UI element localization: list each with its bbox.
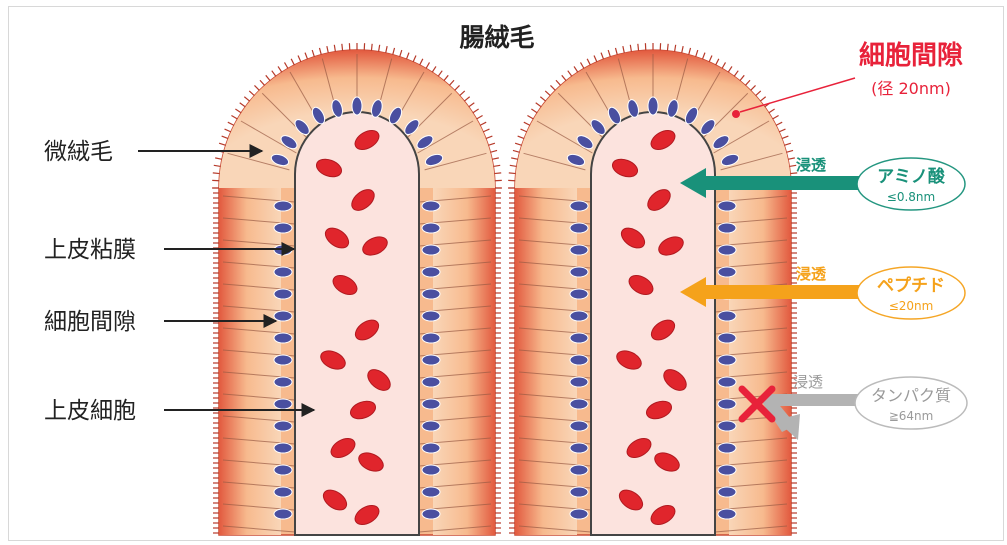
nucleus: [718, 399, 736, 409]
nucleus: [274, 289, 292, 299]
nucleus: [718, 465, 736, 475]
villus-core: [295, 112, 419, 535]
nucleus: [274, 443, 292, 453]
nucleus: [718, 201, 736, 211]
peptide-size: ≤20nm: [889, 299, 934, 313]
nucleus: [570, 421, 588, 431]
nucleus: [422, 421, 440, 431]
nucleus: [570, 245, 588, 255]
nucleus: [422, 509, 440, 519]
nucleus: [570, 509, 588, 519]
nucleus: [274, 377, 292, 387]
nucleus: [422, 311, 440, 321]
nucleus: [718, 311, 736, 321]
nucleus: [422, 267, 440, 277]
nucleus: [274, 509, 292, 519]
protein-arrow-shaft: [770, 394, 860, 406]
nucleus: [422, 201, 440, 211]
label-epithelial-mucosa: 上皮粘膜: [44, 237, 136, 263]
amino-acid-size: ≤0.8nm: [887, 190, 935, 204]
nucleus: [648, 97, 658, 115]
nucleus: [274, 267, 292, 277]
gap-callout-dot: [732, 110, 740, 118]
nucleus: [718, 355, 736, 365]
gap-callout-line: [740, 78, 855, 112]
nucleus: [718, 267, 736, 277]
nucleus: [422, 443, 440, 453]
nucleus: [274, 333, 292, 343]
nucleus: [570, 223, 588, 233]
nucleus: [570, 267, 588, 277]
peptide-action: 浸透: [796, 265, 827, 283]
nucleus: [718, 487, 736, 497]
gap-callout-size: (径 20nm): [871, 79, 951, 98]
nucleus: [274, 399, 292, 409]
protein-name: タンパク質: [871, 386, 951, 405]
amino-acid-action: 浸透: [796, 156, 827, 174]
nucleus: [718, 509, 736, 519]
nucleus: [570, 465, 588, 475]
nucleus: [570, 201, 588, 211]
nucleus: [570, 399, 588, 409]
nucleus: [570, 443, 588, 453]
nucleus: [274, 223, 292, 233]
nucleus: [570, 333, 588, 343]
nucleus: [422, 465, 440, 475]
nucleus: [718, 443, 736, 453]
nucleus: [274, 201, 292, 211]
label-epithelial-cell: 上皮細胞: [44, 398, 136, 424]
nucleus: [570, 289, 588, 299]
label-microvilli: 微絨毛: [44, 139, 113, 165]
nucleus: [274, 311, 292, 321]
nucleus: [570, 377, 588, 387]
label-intercellular-gap: 細胞間隙: [44, 309, 136, 335]
villus-left: [212, 43, 502, 535]
peptide-name: ペプチド: [877, 275, 945, 296]
nucleus: [422, 289, 440, 299]
nucleus: [422, 223, 440, 233]
nucleus: [422, 377, 440, 387]
nucleus: [718, 421, 736, 431]
nucleus: [274, 487, 292, 497]
peptide-arrow-shaft: [700, 285, 860, 299]
nucleus: [422, 399, 440, 409]
nucleus: [422, 333, 440, 343]
nucleus: [422, 355, 440, 365]
amino-acid-arrow-shaft: [700, 176, 860, 190]
nucleus: [570, 487, 588, 497]
nucleus: [718, 223, 736, 233]
amino-acid-name: アミノ酸: [877, 166, 946, 187]
nucleus: [352, 97, 362, 115]
gap-callout: 細胞間隙 (径 20nm): [732, 40, 963, 118]
nucleus: [718, 333, 736, 343]
nucleus: [570, 355, 588, 365]
nucleus: [422, 245, 440, 255]
nucleus: [718, 245, 736, 255]
diagram-title: 腸絨毛: [459, 23, 534, 52]
nucleus: [274, 465, 292, 475]
gap-callout-title: 細胞間隙: [859, 40, 963, 71]
nucleus: [718, 377, 736, 387]
nucleus: [570, 311, 588, 321]
nucleus: [274, 421, 292, 431]
protein-action: 浸透: [793, 373, 823, 391]
nucleus: [274, 355, 292, 365]
nucleus: [422, 487, 440, 497]
protein-size: ≧64nm: [889, 409, 934, 423]
